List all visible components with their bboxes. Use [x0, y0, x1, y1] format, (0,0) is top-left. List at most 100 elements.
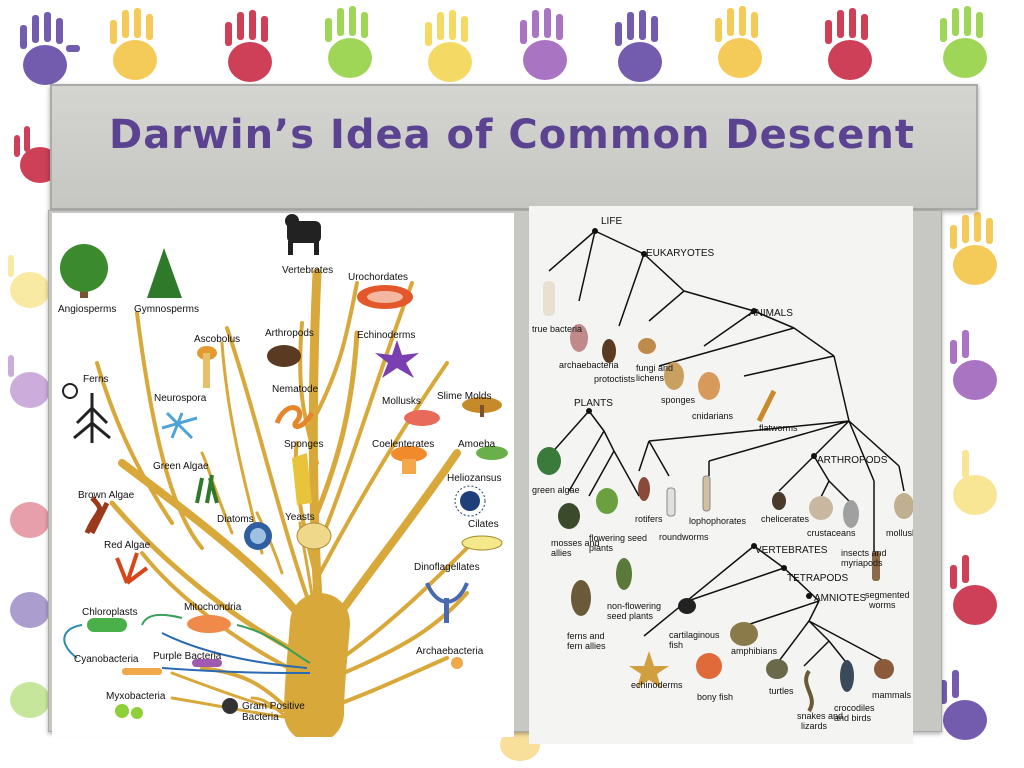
sea-squirt-icon: [357, 285, 413, 309]
cladogram-organism-icons: [537, 281, 914, 713]
label-mollusks: mollusks: [886, 528, 913, 538]
green-algae-icon: [537, 447, 561, 475]
conifer-icon: [147, 248, 182, 298]
label-snakes-1: snakes and: [797, 711, 843, 721]
cladogram-lines: [548, 230, 905, 667]
flatworm-icon: [756, 389, 777, 423]
label-gram-positive: Gram Positive: [242, 701, 305, 712]
label-ascobolus: Ascobolus: [194, 334, 240, 345]
label-true-bacteria: true bacteria: [532, 324, 582, 334]
turtle-icon: [766, 659, 788, 679]
label-flowering-1: flowering seed: [589, 533, 647, 543]
worm-icon: [274, 405, 315, 429]
label-echinoderms: Echinoderms: [357, 330, 415, 341]
label-slime-molds: Slime Molds: [437, 391, 491, 402]
slime-mold-icon: [462, 397, 502, 417]
label-purple-bacteria: Purple Bacteria: [153, 651, 222, 662]
label-segmented-1: segmented: [865, 590, 910, 600]
organism-icons: [60, 214, 508, 719]
label-mosses-2: allies: [551, 548, 572, 558]
label-archaebacteria: Archaebacteria: [416, 646, 484, 657]
label-green-algae: green algae: [532, 485, 580, 495]
chelicerate-icon: [772, 492, 786, 510]
mushroom-icon: [197, 346, 217, 388]
label-sponges: sponges: [661, 395, 696, 405]
clade-eukaryotes: EUKARYOTES: [646, 248, 714, 259]
label-echinoderms: echinoderms: [631, 680, 683, 690]
label-ferns-2: fern allies: [567, 641, 606, 651]
alga-icon: [195, 474, 219, 504]
title-band: [50, 84, 978, 210]
clade-arthropods: ARTHROPODS: [817, 455, 888, 466]
starfish-icon: [375, 340, 419, 378]
label-mammals: mammals: [872, 690, 912, 700]
label-diatoms: Diatoms: [217, 514, 254, 525]
archaebacterium-icon: [451, 657, 463, 669]
snail-icon: [404, 410, 440, 426]
dog-icon: [285, 214, 321, 255]
cladogram-nodes: [586, 228, 817, 599]
label-flowering-2: plants: [589, 543, 614, 553]
jellyfish-icon: [391, 446, 427, 474]
tree-of-life-illustration: Vertebrates Urochordates Angiosperms Gym…: [52, 213, 514, 743]
label-rotifers: rotifers: [635, 514, 663, 524]
conifer-specimen-icon: [616, 558, 632, 590]
mammal-icon: [874, 659, 894, 679]
sponge-specimen-icon: [664, 362, 684, 390]
segmented-worm-icon: [872, 551, 880, 581]
clade-plants: PLANTS: [574, 398, 613, 409]
label-red-algae: Red Algae: [104, 540, 151, 551]
protoctist-icon: [602, 339, 616, 363]
tree-labels: Vertebrates Urochordates Angiosperms Gym…: [58, 265, 501, 723]
purple-bacterium-icon: [192, 659, 222, 667]
brown-alga-icon: [84, 496, 110, 535]
cladogram-svg: LIFE EUKARYOTES ANIMALS PLANTS ARTHROPOD…: [532, 216, 922, 731]
label-roundworms: roundworms: [659, 532, 709, 542]
starfish-specimen-icon: [629, 651, 669, 688]
myxobacterium-icon: [115, 704, 143, 719]
diatom-icon: [244, 522, 272, 550]
cladogram-labels: LIFE EUKARYOTES ANIMALS PLANTS ARTHROPOD…: [532, 216, 922, 731]
label-cartilaginous-1: cartilaginous: [669, 630, 720, 640]
rotifer-icon: [638, 477, 650, 501]
label-mosses-1: mosses and: [551, 538, 600, 548]
label-urochordates: Urochordates: [348, 272, 408, 283]
label-insects-2: myriapods: [841, 558, 883, 568]
dinoflagellate-icon: [425, 582, 469, 623]
bird-icon: [840, 660, 854, 692]
slide-title: Darwin’s Idea of Common Descent: [108, 112, 916, 158]
label-fungi-2: lichens: [636, 373, 665, 383]
label-ferns: Ferns: [83, 374, 109, 385]
label-crocodiles-1: crocodiles: [834, 703, 875, 713]
shark-icon: [678, 598, 696, 614]
label-cilates: Cilates: [468, 519, 499, 530]
label-protoctists: protoctists: [594, 374, 636, 384]
cladogram-illustration: LIFE EUKARYOTES ANIMALS PLANTS ARTHROPOD…: [529, 206, 922, 744]
label-crocodiles-2: and birds: [834, 713, 872, 723]
chloroplast-icon: [87, 618, 127, 632]
tree-branches: [95, 268, 474, 743]
label-nonflowering-1: non-flowering: [607, 601, 661, 611]
fern-icon: [62, 383, 111, 443]
clade-tetrapods: TETRAPODS: [787, 573, 848, 584]
label-fungi-1: fungi and: [636, 363, 673, 373]
label-cnidarians: cnidarians: [692, 411, 734, 421]
label-cyanobacteria: Cyanobacteria: [74, 654, 139, 665]
frog-icon: [730, 622, 758, 646]
label-neurospora: Neurospora: [154, 393, 207, 404]
lophophorate-icon: [702, 475, 711, 512]
label-chelicerates: chelicerates: [761, 514, 810, 524]
cyanobacterium-icon: [122, 668, 162, 675]
label-heliozansus: Heliozansus: [447, 473, 501, 484]
sponge-icon: [292, 453, 312, 505]
label-nonflowering-2: seed plants: [607, 611, 654, 621]
neurospora-icon: [161, 411, 198, 440]
label-myxobacteria: Myxobacteria: [106, 691, 166, 702]
label-cartilaginous-2: fish: [669, 640, 683, 650]
label-chloroplasts: Chloroplasts: [82, 607, 138, 618]
label-lophophorates: lophophorates: [689, 516, 747, 526]
label-coelenterates: Coelenterates: [372, 439, 434, 450]
label-ferns-1: ferns and: [567, 631, 605, 641]
handprint-icon: [8, 6, 997, 761]
